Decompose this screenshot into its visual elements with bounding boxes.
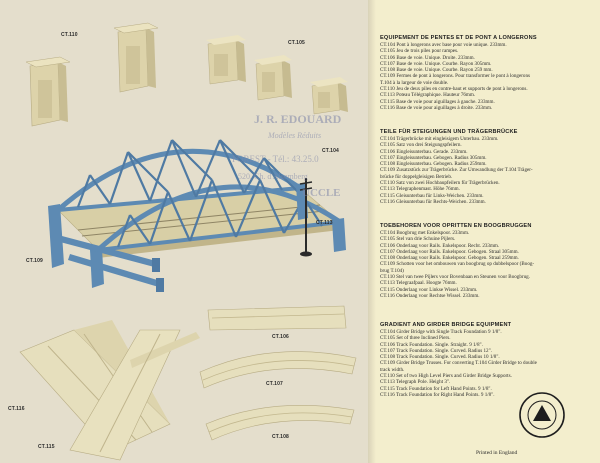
curved-foundation-308 [205, 405, 355, 441]
section-title: TOEBEHOREN VOOR OPRITTEN EN BOOGBRUGGEN [380, 223, 532, 229]
section-line: CT.116 Track Foundation for Right Hand P… [380, 391, 495, 398]
section-line: CT.107 Eingleisunterbau. Gebogen. Radius… [380, 154, 487, 161]
label-ct109: CT.109 [26, 258, 44, 264]
section-line: CT.109 Fermes de pont à longerons. Pour … [380, 73, 530, 80]
section-line: CT.107 Onderlaag voor Rails. Enkelspoor.… [380, 248, 519, 255]
label-ct104: CT.104 [322, 148, 340, 154]
label-ct113: CT.113 [316, 220, 333, 226]
section-line: CT.105 Satz von drei Steigungspfeilern. [380, 142, 462, 149]
section-line: CT.110 Satz von zwei Hochbaupfeilern für… [380, 180, 500, 187]
section-line: CT.105 Set of three Inclined Piers. [380, 335, 451, 342]
section-line: CT.115 Base de voie pour aiguillages à g… [380, 98, 495, 105]
inclined-piers [206, 35, 348, 115]
stamp-sub: Modèles Réduits [268, 131, 322, 140]
section-line: CT.109 Schotten voor het ombouwen van bo… [380, 261, 535, 268]
section-title: EQUIPEMENT DE PENTES ET DE PONT A LONGER… [380, 35, 537, 41]
section-line: CT.113 Telegraphenmast. Höhe 76mm. [380, 186, 460, 193]
section-line: brücke für doppelgleisigen Betrieb. [380, 173, 453, 180]
section-line: CT.115 Gleisunterbau für Links-Weichen. … [380, 192, 484, 199]
section-line: CT.108 Eingleisunterbau. Gebogen. Radius… [380, 161, 487, 168]
points-foundations [19, 320, 200, 461]
bridge-trusses [60, 236, 164, 292]
printed-in-england: Printed in England [476, 450, 518, 456]
section-line: CT.104 Girder Bridge with Single Track F… [380, 329, 502, 335]
section-line: CT.104 Boogbrug met Enkelspoor. 233mm. [380, 230, 470, 236]
stamp-address: 520, Ch. d'Alsemberg [238, 172, 308, 181]
section-line: CT.116 Gleisunterbau für Rechts-Weichen.… [380, 198, 486, 205]
section-line: CT.105 Jeu de trois piles pour rampes. [380, 48, 459, 55]
label-ct107: CT.107 [266, 381, 284, 387]
section-line: CT.107 Track Foundation. Single. Curved.… [380, 347, 492, 354]
label-ct115: CT.115 [38, 444, 55, 450]
section-line: CT.113 Telegraph Pole. Height 3". [380, 379, 451, 386]
section-line: CT.116 Onderlaag voor Rechtse Wissel. 23… [380, 292, 480, 299]
stamp-tel: FOREST - Tél.: 43.25.0 [232, 154, 319, 164]
label-ct106: CT.106 [272, 334, 290, 340]
stamp-city: UCCLE [302, 187, 341, 199]
label-ct110: CT.110 [61, 32, 78, 38]
telegraph-pole [299, 178, 313, 257]
section-line: CT.110 Jeu de deux piles en contre-haut … [380, 86, 528, 93]
page-fold [368, 0, 376, 463]
section-french: EQUIPEMENT DE PENTES ET DE PONT A LONGER… [380, 35, 594, 111]
curved-foundation-307 [199, 351, 357, 389]
section-line: brug T.104) [380, 267, 404, 274]
section-line: CT.113 Poteau Télégraphique. Hauteur 76m… [380, 92, 476, 99]
stamp-name: J. R. EDOUARD [254, 112, 342, 126]
text-panel [372, 0, 600, 463]
section-title: GRADIENT AND GIRDER BRIDGE EQUIPMENT [380, 322, 512, 328]
section-line: CT.106 Track Foundation. Single. Straigh… [380, 341, 483, 348]
section-line: CT.116 Base de voie pour aiguillages à d… [380, 104, 493, 111]
section-line: CT.104 Trägerbrücke mit eingleisigem Unt… [380, 136, 499, 142]
label-ct108: CT.108 [272, 434, 290, 440]
section-line: CT.109 Girder Bridge Trusses. For conver… [380, 360, 537, 367]
straight-foundation [207, 305, 347, 331]
section-line: CT.105 Stel van drie Schuine Pijlers. [380, 236, 456, 243]
high-level-pier-left [25, 56, 71, 127]
section-line: CT.115 Onderlaag voor Linkse Wissel. 233… [380, 286, 478, 293]
section-line: CT.115 Track Foundation for Left Hand Po… [380, 385, 492, 392]
section-line: CT.108 Onderlaag voor Rails. Enkelspoor.… [380, 255, 519, 262]
section-dutch: TOEBEHOREN VOOR OPRITTEN EN BOOGBRUGGEN … [380, 223, 594, 299]
section-title: TEILE FÜR STEIGUNGEN UND TRÄGERBRÜCKE [380, 129, 518, 135]
section-line: CT.104 Pont à longerons avec base pour v… [380, 42, 507, 48]
section-line: CT.107 Base de voie. Unique. Courbe. Ray… [380, 60, 492, 67]
section-line: CT.106 Onderlaag voor Rails. Enkelspoor.… [380, 242, 500, 249]
section-line: CT.108 Track Foundation. Single. Curved.… [380, 354, 500, 361]
section-line: CT.106 Base de voie. Unique. Droite. 233… [380, 54, 475, 61]
section-line: CT.108 Base de voie. Unique. Courbe. Ray… [380, 67, 493, 74]
section-english: GRADIENT AND GIRDER BRIDGE EQUIPMENT CT.… [380, 322, 594, 398]
section-line: T.104 à la largeur de voie double. [380, 79, 449, 86]
section-line: CT.109 Zusatzstück zur Trägerbrücke. Zur… [380, 167, 533, 174]
section-line: CT.110 Set of two High Level Piers and G… [380, 373, 512, 380]
label-ct116: CT.116 [8, 406, 25, 412]
section-line: CT.106 Eingleisunterbau. Gerade. 233mm. [380, 148, 468, 155]
girder-bridge [48, 139, 346, 288]
high-level-pier-right [113, 22, 159, 93]
section-line: CT.110 Stel van twee Pijlers voor Bovenb… [380, 274, 530, 281]
section-line: CT.113 Telegraafpaal. Hoogte 76mm. [380, 280, 457, 287]
section-line: track width. [380, 366, 405, 373]
triang-logo [519, 392, 565, 438]
label-ct105: CT.105 [288, 40, 306, 46]
section-german: TEILE FÜR STEIGUNGEN UND TRÄGERBRÜCKE CT… [380, 129, 594, 205]
